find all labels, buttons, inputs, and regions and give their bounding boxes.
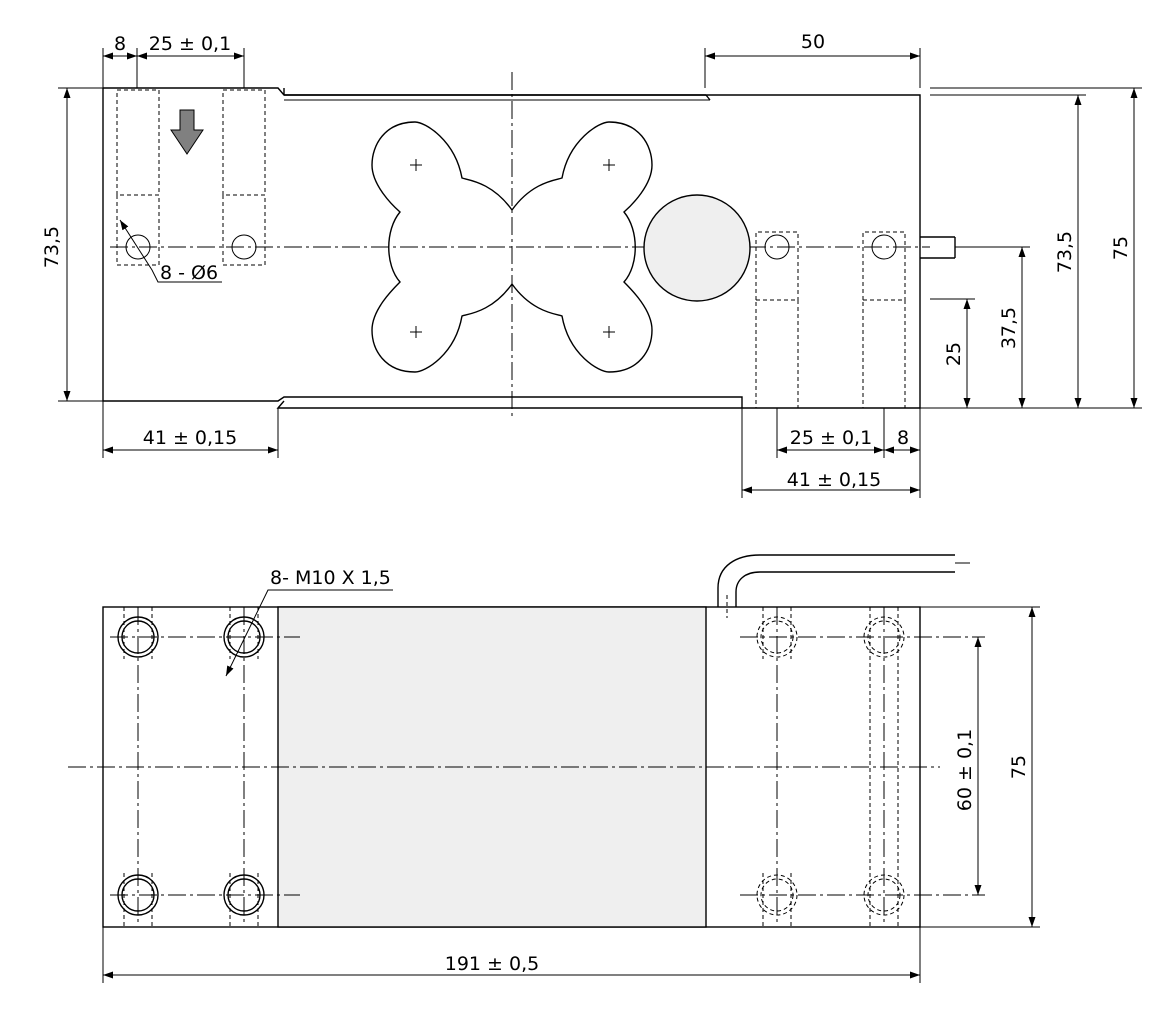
- dim-hole-spacing: 60 ± 0,1: [954, 729, 976, 811]
- dim-bottom-left-length: 41 ± 0,15: [143, 427, 237, 449]
- bottom-dimensions: [102, 589, 1040, 983]
- dim-bottom-right-length: 41 ± 0,15: [787, 469, 881, 491]
- dim-cable-height-mid: 37,5: [998, 307, 1020, 349]
- dim-thread-callout: 8- M10 X 1,5: [270, 567, 391, 589]
- dim-left-hole-edge: 8: [114, 33, 126, 55]
- dim-hole-callout: 8 - Ø6: [160, 262, 218, 284]
- dim-height-right: 73,5: [1054, 231, 1076, 273]
- top-view: 8 25 ± 0,1 50 73,5 8 - Ø6 41 ± 0,15 25 ±…: [41, 31, 1142, 498]
- left-threaded-holes: [117, 607, 265, 927]
- top-dimensions: [58, 48, 1142, 498]
- dim-top-right-offset: 50: [801, 31, 825, 53]
- dim-left-hole-pitch: 25 ± 0,1: [149, 33, 231, 55]
- dim-overall-length: 191 ± 0,5: [445, 953, 539, 975]
- dim-height-left: 73,5: [41, 226, 63, 268]
- dim-height-total: 75: [1110, 236, 1132, 260]
- right-hidden-holes: [756, 607, 905, 927]
- cable-bottom-view: [717, 554, 955, 607]
- dim-right-hole-edge: 8: [897, 427, 909, 449]
- butterfly-cutout: [371, 121, 653, 373]
- dim-width: 75: [1008, 755, 1030, 779]
- dim-right-hole-pitch: 25 ± 0,1: [790, 427, 872, 449]
- left-mounting-holes: [116, 89, 266, 266]
- load-direction-arrow: [170, 109, 204, 155]
- butterfly-crosses: [410, 159, 615, 338]
- right-mounting-holes: [755, 231, 906, 409]
- strain-gauge-cover: [643, 194, 751, 302]
- dim-cable-height-small: 25: [943, 342, 965, 366]
- bottom-view: 8- M10 X 1,5 60 ± 0,1 75 191 ± 0,5: [68, 554, 1040, 983]
